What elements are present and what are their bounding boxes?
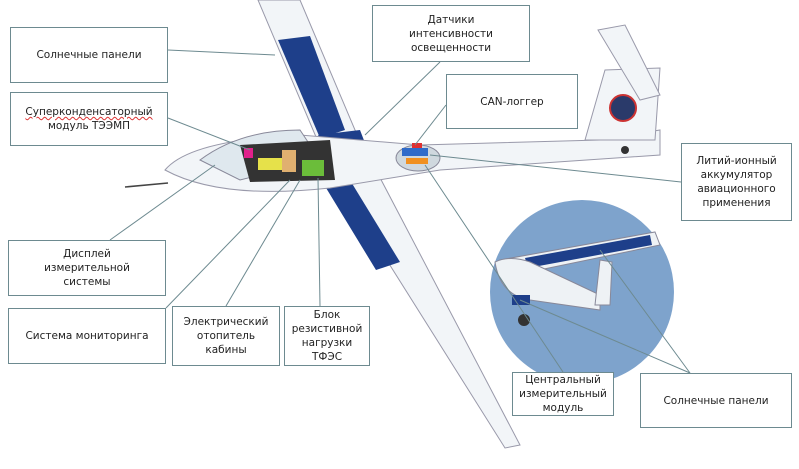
label-resistive-load: Блок резистивной нагрузки ТФЭС (284, 306, 370, 366)
main-wing (257, 0, 521, 449)
label-supercapacitor-module: Суперконденсаторный модуль ТЭЭМП (10, 92, 168, 146)
label-text: Литий-ионный аккумулятор авиационного пр… (696, 155, 777, 209)
label-solar-panels-bottom: Солнечные панели (640, 373, 792, 428)
label-text: модуль ТЭЭМП (47, 120, 131, 132)
label-display: Дисплей измерительной системы (8, 240, 166, 296)
label-text: Центральный измерительный модуль (519, 374, 607, 414)
label-text: Электрический отопитель кабины (183, 316, 269, 356)
label-text: Суперконденсаторный (25, 106, 153, 118)
label-monitoring-system: Система мониторинга (8, 308, 166, 364)
label-solar-panels-top: Солнечные панели (10, 27, 168, 83)
label-light-sensors: Датчики интенсивности освещенности (372, 5, 530, 62)
label-text: Солнечные панели (36, 49, 142, 61)
fuselage (124, 129, 661, 192)
inset-glider (494, 231, 661, 326)
label-text: Блок резистивной нагрузки ТФЭС (291, 309, 363, 363)
label-text: CAN-логгер (480, 95, 544, 108)
label-li-ion-battery: Литий-ионный аккумулятор авиационного пр… (681, 143, 792, 221)
leader-lines (109, 49, 691, 374)
label-cabin-heater: Электрический отопитель кабины (172, 306, 280, 366)
label-text: Датчики интенсивности освещенности (409, 13, 493, 54)
label-text: Дисплей измерительной системы (44, 248, 130, 288)
tail (584, 24, 661, 154)
label-text: Система мониторинга (25, 330, 149, 342)
label-can-logger: CAN-логгер (446, 74, 578, 129)
label-text: Солнечные панели (663, 394, 769, 407)
label-central-module: Центральный измерительный модуль (512, 372, 614, 416)
